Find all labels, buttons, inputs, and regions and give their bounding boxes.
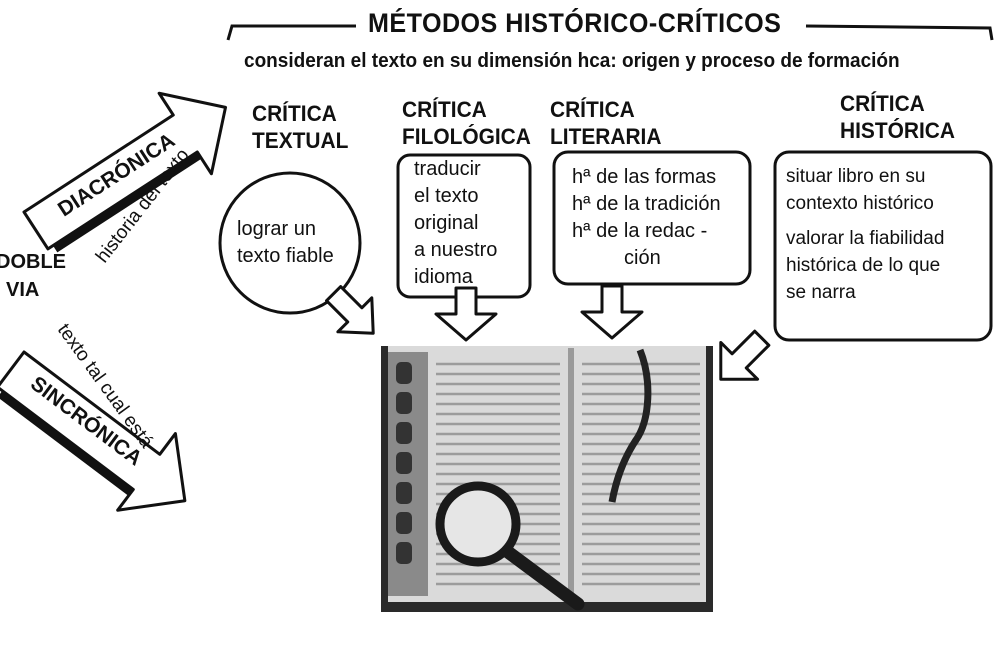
- critica-historica-heading: CRÍTICA HISTÓRICA: [840, 90, 955, 144]
- arrow-filologica-down: [434, 286, 498, 342]
- box-line: ción: [624, 247, 661, 269]
- arrow-literaria-down: [580, 284, 644, 340]
- box-line: hª de las formas: [572, 166, 717, 188]
- literaria-box: [552, 150, 752, 286]
- textual-circle: [218, 171, 362, 315]
- title-bracket-left: [226, 24, 356, 41]
- critica-textual-text: lograr un texto fiable: [237, 216, 334, 270]
- historica-box: [773, 150, 993, 342]
- heading-line: CRÍTICA: [402, 97, 487, 122]
- heading-line: CRÍTICA: [252, 101, 337, 126]
- page-subtitle: consideran el texto en su dimensión hca:…: [244, 50, 900, 72]
- doble-via-line-1: DOBLE: [0, 251, 66, 273]
- critica-literaria-heading: CRÍTICA LITERARIA: [550, 96, 661, 150]
- doble-via-label: DOBLE VIA: [0, 248, 66, 304]
- box-line: traducir: [414, 158, 481, 180]
- heading-line: LITERARIA: [550, 124, 662, 149]
- heading-line: TEXTUAL: [252, 128, 349, 153]
- arrow-historica-down: [719, 329, 771, 381]
- heading-line: CRÍTICA: [550, 97, 635, 122]
- diacronica-arrow: [22, 91, 228, 253]
- arrow-textual-down: [325, 285, 375, 335]
- sincronica-arrow: [0, 350, 187, 512]
- critica-historica-text: situar libro en su contexto histórico va…: [786, 163, 944, 306]
- box-line: el texto: [414, 185, 479, 207]
- title-bracket-right: [805, 24, 994, 41]
- box-line: se narra: [786, 282, 856, 303]
- box-line: original: [414, 212, 479, 234]
- box-line: contexto histórico: [786, 193, 934, 214]
- box-line: valorar la fiabilidad: [786, 228, 945, 249]
- heading-line: CRÍTICA: [840, 91, 925, 116]
- heading-line: HISTÓRICA: [840, 118, 955, 143]
- box-spacer: [786, 217, 944, 225]
- box-line: texto fiable: [237, 245, 334, 267]
- critica-filologica-text: traducir el texto original a nuestro idi…: [414, 156, 497, 291]
- heading-line: FILOLÓGICA: [402, 124, 531, 149]
- box-line: hª de la tradición: [572, 193, 721, 215]
- box-line: situar libro en su: [786, 166, 926, 187]
- box-line: histórica de lo que: [786, 255, 941, 276]
- box-line: lograr un: [237, 218, 316, 240]
- doble-via-line-2: VIA: [6, 279, 40, 301]
- book-image: [381, 346, 713, 612]
- box-line: a nuestro: [414, 239, 498, 261]
- box-line: idioma: [414, 266, 473, 288]
- critica-literaria-text: hª de las formas hª de la tradición hª d…: [572, 164, 721, 272]
- page-title: MÉTODOS HISTÓRICO-CRÍTICOS: [368, 8, 782, 38]
- box-line: hª de la redac -: [572, 220, 708, 242]
- critica-filologica-heading: CRÍTICA FILOLÓGICA: [402, 96, 531, 150]
- critica-textual-heading: CRÍTICA TEXTUAL: [252, 100, 348, 154]
